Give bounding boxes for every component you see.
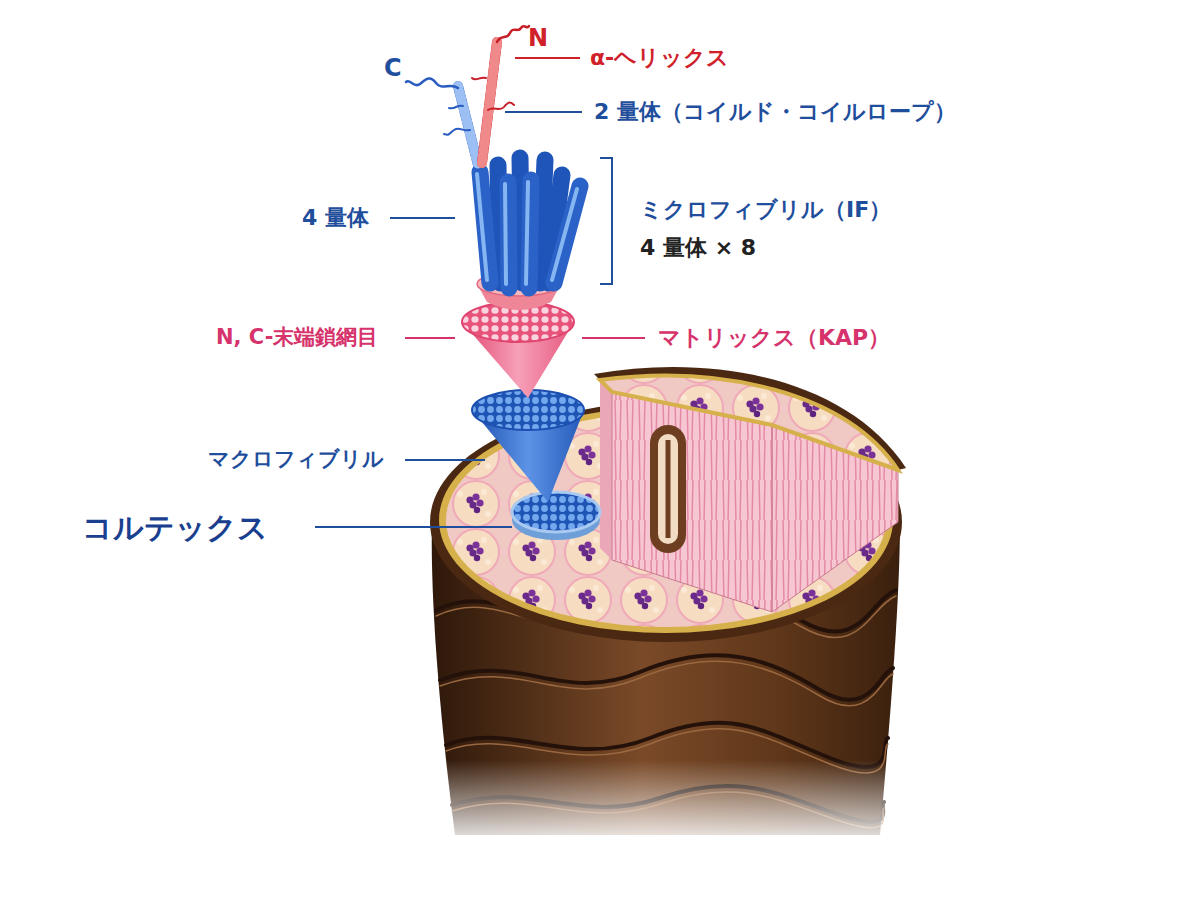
helix-turns — [458, 86, 478, 165]
medulla-core — [658, 434, 678, 544]
leader-line — [515, 57, 580, 59]
n-terminal-tail — [497, 26, 529, 42]
structure-label: N, C-末端鎖網目 — [216, 326, 378, 349]
leader-line — [390, 217, 455, 219]
fibril-hierarchy — [406, 26, 600, 540]
side-tail — [444, 129, 470, 135]
rod-highlight — [505, 184, 506, 284]
rod-highlight — [526, 182, 528, 284]
side-tail — [488, 103, 514, 110]
leader-line — [505, 111, 582, 113]
tetramer-rod — [508, 182, 509, 288]
tetramer-rod — [554, 186, 580, 283]
side-tail — [449, 106, 463, 109]
structure-label: α-ヘリックス — [590, 46, 729, 70]
side-tail — [472, 78, 486, 80]
raised-top-face — [600, 376, 898, 470]
cutaway-side-face — [600, 380, 612, 560]
structure-label: N — [528, 25, 548, 51]
c-terminal-tail — [406, 78, 458, 88]
cutaway-front-face — [612, 392, 772, 612]
scale-edge — [440, 661, 893, 706]
leader-line — [582, 337, 645, 339]
structure-label: 4 量体 — [302, 206, 369, 230]
hair-shaft — [420, 367, 920, 850]
alpha-helices — [406, 26, 529, 165]
helix-turns — [482, 42, 497, 163]
leader-line — [405, 459, 485, 461]
rod-highlight — [552, 189, 577, 280]
structure-label: 2 量体（コイルド・コイルロープ） — [594, 100, 956, 124]
rod-highlight — [477, 174, 487, 280]
structure-title-label: コルテックス — [82, 511, 268, 544]
red-helix — [482, 42, 497, 163]
medulla — [650, 425, 686, 553]
leader-line — [405, 337, 455, 339]
leader-line — [315, 526, 512, 528]
structure-label: マトリックス（KAP） — [658, 326, 890, 350]
microfibril-bracket — [600, 158, 612, 284]
structure-label: C — [384, 55, 402, 81]
structure-label: マクロフィブリル — [208, 448, 384, 471]
cortex-cell — [512, 492, 600, 532]
blue-helix — [458, 86, 478, 165]
bottom-fade — [420, 760, 920, 850]
structure-label: ミクロフィブリル（IF） — [640, 198, 891, 222]
raised-rim — [594, 367, 906, 470]
structure-label: 4 量体 × 8 — [640, 236, 756, 260]
tetramer-rods — [477, 158, 580, 288]
medulla-line — [666, 440, 671, 538]
